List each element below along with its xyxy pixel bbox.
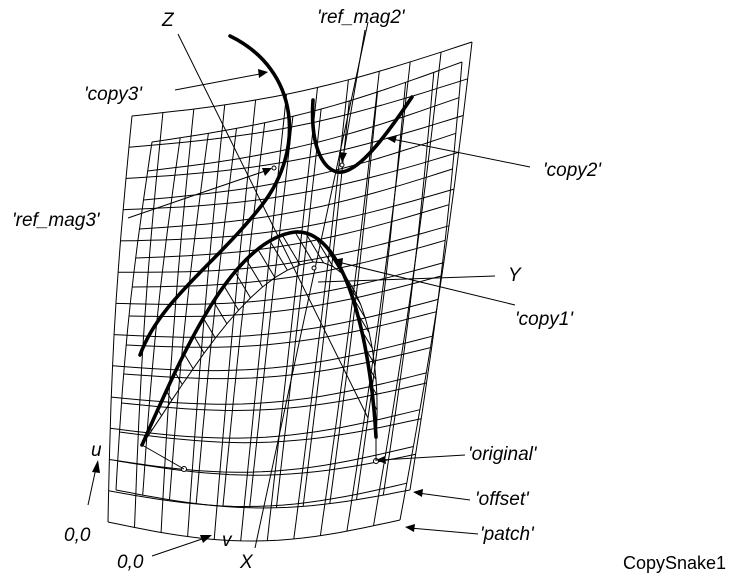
offsetGrid-row <box>128 275 442 317</box>
patchGrid-row <box>120 188 455 242</box>
ruled-line <box>193 335 205 354</box>
label-v-axis: v <box>222 530 233 551</box>
patchGrid-row <box>109 446 414 473</box>
patchGrid-col <box>399 41 473 521</box>
offsetGrid-col <box>115 141 153 491</box>
patchGrid-row <box>125 115 464 179</box>
patchGrid-col <box>266 87 318 541</box>
patchGrid-row <box>123 151 459 211</box>
patchGrid-col <box>319 71 380 536</box>
ruled-line <box>281 234 301 266</box>
offsetGrid-row <box>117 453 416 476</box>
ruled-line <box>314 236 334 267</box>
curve-original <box>140 230 378 447</box>
patchGrid-col <box>293 79 349 539</box>
offsetGrid-row <box>135 204 450 259</box>
curve-copy2 <box>310 95 414 174</box>
ruled-line <box>245 259 264 288</box>
offsetGrid-col <box>382 72 435 496</box>
offsetGrid-row <box>115 489 411 509</box>
label-u-axis: u <box>91 440 102 461</box>
offsetGrid-col <box>275 109 322 508</box>
offsetGrid-col <box>302 100 350 507</box>
marker-copy1 <box>311 265 317 271</box>
patchGrid-col <box>213 99 257 540</box>
offsetGrid-col <box>195 128 237 504</box>
curve-copy3 <box>138 34 292 357</box>
patchGrid-row <box>114 298 439 338</box>
z-axis-line <box>177 33 369 419</box>
label-origin-v: 0,0 <box>117 552 144 573</box>
label-origin-u: 0,0 <box>64 525 91 546</box>
offsetGrid-col <box>169 133 209 500</box>
offsetGrid-row <box>123 346 432 380</box>
offsetGrid-col <box>222 122 266 507</box>
offsetGrid-row <box>132 239 446 288</box>
offsetGrid-row <box>139 168 453 230</box>
offsetGrid-col <box>329 91 378 504</box>
label-copy3: 'copy3' <box>84 84 143 105</box>
ruled-line <box>174 372 183 385</box>
patchGrid-row <box>111 372 427 405</box>
label-x-axis: X <box>239 552 254 573</box>
marker-ref-mag3 <box>271 165 277 171</box>
patchGrid-col <box>107 115 133 523</box>
x-axis-line <box>254 21 369 549</box>
patchGrid-row <box>107 519 401 542</box>
patchGrid-col <box>346 61 411 532</box>
offset-surface-grid <box>115 61 463 509</box>
label-copy2: 'copy2' <box>543 160 602 181</box>
figure-id: CopySnake1 <box>623 553 726 573</box>
label-y-axis: Y <box>508 265 522 286</box>
offsetGrid-row <box>119 418 422 444</box>
ruled-line <box>294 231 314 263</box>
patchGrid-row <box>110 409 421 439</box>
ruled-line <box>234 271 251 299</box>
label-original: 'original' <box>468 444 538 465</box>
ruled-line <box>223 285 240 311</box>
ruled-line <box>269 240 288 271</box>
patchGrid-row <box>131 41 473 117</box>
offsetGrid-row <box>126 311 437 348</box>
offsetGrid-col <box>409 61 463 491</box>
offsetGrid-row <box>121 382 427 412</box>
patchGrid-col <box>373 52 442 526</box>
offsetGrid-col <box>356 82 407 500</box>
marker-ref-mag2 <box>339 162 345 168</box>
label-ref-mag2: 'ref_mag2' <box>317 7 406 28</box>
label-offset: 'offset' <box>475 489 530 510</box>
label-copy1: 'copy1' <box>515 309 574 330</box>
ruled-line <box>183 353 194 370</box>
ruled-line <box>202 317 216 339</box>
offsetGrid-col <box>249 116 294 508</box>
ruled-line <box>305 232 324 264</box>
label-ref-mag3: 'ref_mag3' <box>12 210 101 231</box>
label-leaders <box>87 29 531 557</box>
patchGrid-row <box>108 482 407 508</box>
patchGrid-row <box>115 262 444 305</box>
label-z-axis: Z <box>161 10 175 31</box>
patchGrid-col <box>160 108 195 533</box>
patchGrid-col <box>240 94 287 541</box>
ruled-line <box>213 301 228 324</box>
offsetGrid-row <box>147 97 460 172</box>
patchGrid-row <box>112 335 433 372</box>
patchGrid-col <box>134 112 164 528</box>
curve-copy1 <box>141 261 378 446</box>
offsetGrid-row <box>151 61 463 143</box>
label-patch: 'patch' <box>480 524 535 545</box>
ruled-line <box>257 248 276 278</box>
